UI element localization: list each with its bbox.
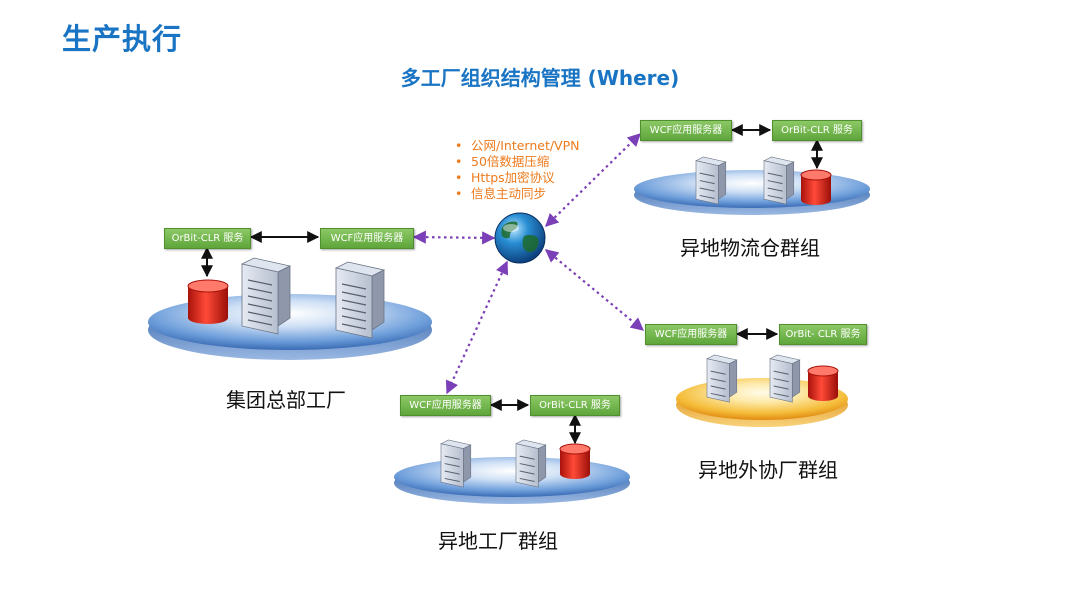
server-icon xyxy=(515,439,547,488)
outsource-orbit-service-box: OrBit- CLR 服务 xyxy=(779,324,867,345)
outsource-group-label: 异地外协厂群组 xyxy=(698,458,838,482)
hq-group-label: 集团总部工厂 xyxy=(226,388,346,412)
logistics-group-label: 异地物流仓群组 xyxy=(680,236,820,260)
remote-factory-group-label: 异地工厂群组 xyxy=(438,529,558,553)
wan-links xyxy=(412,133,645,395)
server-icon xyxy=(440,439,472,488)
logistics-orbit-service-box: OrBit-CLR 服务 xyxy=(772,120,862,141)
server-icon xyxy=(706,354,738,403)
server-icon xyxy=(763,156,795,205)
feature-item: Https加密协议 xyxy=(455,170,580,186)
database-icon xyxy=(807,365,839,401)
database-icon xyxy=(800,169,832,205)
platform-logistics xyxy=(634,170,870,215)
platform-remote-factory xyxy=(394,457,630,504)
server-icon xyxy=(769,354,801,403)
globe-icon xyxy=(494,212,546,264)
database-icon xyxy=(559,443,591,479)
remote-orbit-service-box: OrBit-CLR 服务 xyxy=(530,395,620,416)
server-icon xyxy=(334,261,386,339)
local-links xyxy=(201,124,823,445)
server-icon xyxy=(695,156,727,205)
database-icon xyxy=(187,279,229,324)
hq-orbit-service-box: OrBit-CLR 服务 xyxy=(164,228,251,249)
feature-item: 信息主动同步 xyxy=(455,186,580,202)
feature-list: 公网/Internet/VPN 50倍数据压缩 Https加密协议 信息主动同步 xyxy=(455,138,580,202)
hq-wcf-server-box: WCF应用服务器 xyxy=(320,228,414,249)
remote-wcf-server-box: WCF应用服务器 xyxy=(400,395,491,416)
feature-item: 公网/Internet/VPN xyxy=(455,138,580,154)
logistics-wcf-server-box: WCF应用服务器 xyxy=(640,120,732,141)
outsource-wcf-server-box: WCF应用服务器 xyxy=(645,324,737,345)
page-title: 生产执行 xyxy=(62,22,183,56)
feature-item: 50倍数据压缩 xyxy=(455,154,580,170)
diagram-title: 多工厂组织结构管理 (Where) xyxy=(400,66,680,90)
server-icon xyxy=(240,257,292,335)
